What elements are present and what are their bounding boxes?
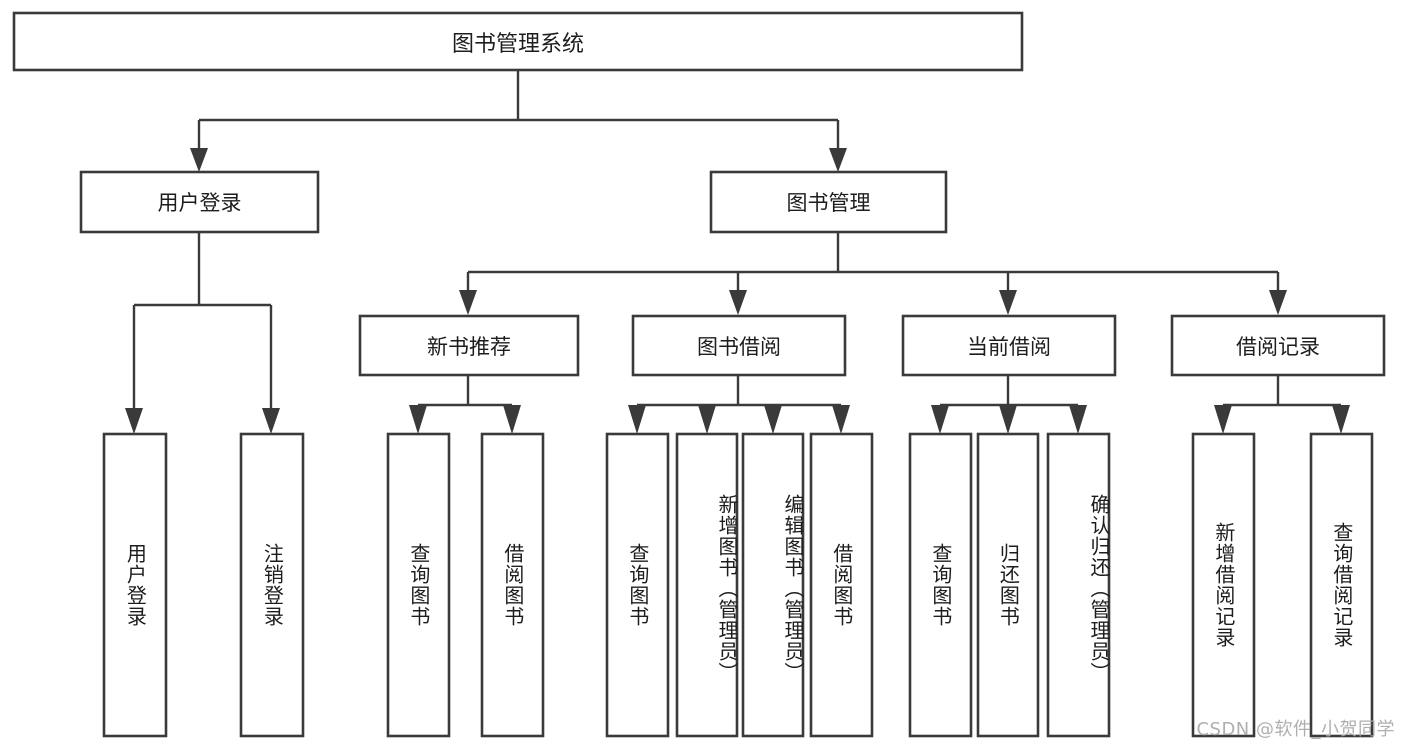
arrow-head-leaf-add-book (698, 405, 716, 434)
node-box-user-login[interactable] (79, 170, 320, 234)
connector-group-user-login (125, 232, 280, 434)
node-box-leaf-borrow-book-1[interactable] (480, 432, 545, 738)
arrow-head-current-borrow (999, 290, 1017, 315)
arrow-head-book-borrow (729, 290, 747, 315)
arrow-head-leaf-borrow-book-1 (503, 405, 521, 434)
arrow-head-leaf-borrow-book-2 (832, 405, 850, 434)
arrow-head-borrow-record (1269, 290, 1287, 315)
node-box-leaf-borrow-book-2[interactable] (809, 432, 874, 738)
connector-group-book-manage (459, 232, 1287, 315)
node-box-leaf-query-book-3[interactable] (908, 432, 973, 738)
node-box-leaf-return-book[interactable] (976, 432, 1040, 738)
arrow-head-leaf-query-record (1332, 405, 1350, 434)
node-box-leaf-logout-login[interactable] (239, 432, 305, 738)
node-box-leaf-edit-book[interactable] (741, 432, 805, 738)
node-box-new-book-recommend[interactable] (358, 314, 580, 377)
arrow-head-leaf-logout-login (262, 408, 280, 434)
connector-group-new-book-recommend (409, 375, 521, 434)
node-box-book-manage[interactable] (709, 170, 948, 234)
connector-group-borrow-record (1214, 375, 1350, 434)
node-box-leaf-query-book-1[interactable] (386, 432, 451, 738)
node-box-current-borrow[interactable] (901, 314, 1117, 377)
node-box-root[interactable] (12, 11, 1024, 72)
node-box-borrow-record[interactable] (1170, 314, 1386, 377)
arrow-head-leaf-query-book-3 (931, 405, 949, 434)
connector-group-book-borrow (628, 375, 850, 434)
node-box-leaf-query-book-2[interactable] (605, 432, 670, 738)
arrow-head-book-manage (829, 148, 847, 172)
arrow-head-leaf-return-book (999, 405, 1017, 434)
arrow-head-user-login (190, 148, 208, 172)
arrow-head-leaf-query-book-2 (628, 405, 646, 434)
node-box-book-borrow[interactable] (631, 314, 847, 377)
node-box-leaf-confirm-return[interactable] (1046, 432, 1111, 738)
node-box-leaf-query-record[interactable] (1309, 432, 1374, 738)
arrow-head-leaf-user-login (125, 408, 143, 434)
arrow-head-leaf-confirm-return (1069, 405, 1087, 434)
node-box-leaf-user-login[interactable] (102, 432, 168, 738)
arrow-head-leaf-edit-book (764, 405, 782, 434)
arrow-head-leaf-add-record (1214, 405, 1232, 434)
arrow-head-leaf-query-book-1 (409, 405, 427, 434)
node-box-leaf-add-book[interactable] (675, 432, 739, 738)
connector-group-root (190, 70, 847, 172)
node-box-leaf-add-record[interactable] (1191, 432, 1256, 738)
arrow-head-new-book-recommend (459, 290, 477, 315)
connector-group-current-borrow (931, 375, 1087, 434)
